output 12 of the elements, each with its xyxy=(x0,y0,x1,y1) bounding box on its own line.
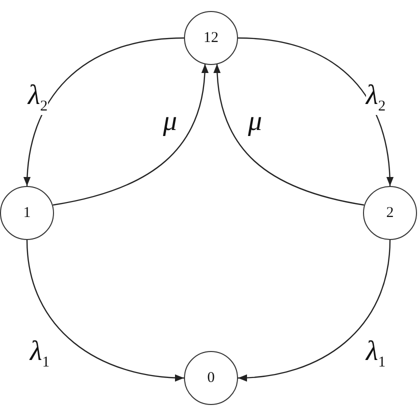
arrow xyxy=(214,64,364,206)
edge-label: λ$_{2}$ xyxy=(366,82,386,115)
arrow xyxy=(52,64,208,206)
edge-label: λ$_{2}$ xyxy=(28,82,48,115)
arrow xyxy=(238,240,391,382)
arrow xyxy=(24,37,184,186)
state-circle: 1 xyxy=(0,186,54,240)
state-circle: 12 xyxy=(184,11,238,65)
state-circle: 2 xyxy=(363,186,417,240)
arrow xyxy=(26,240,184,382)
arrow xyxy=(238,37,394,186)
state-circle: 0 xyxy=(184,351,238,405)
